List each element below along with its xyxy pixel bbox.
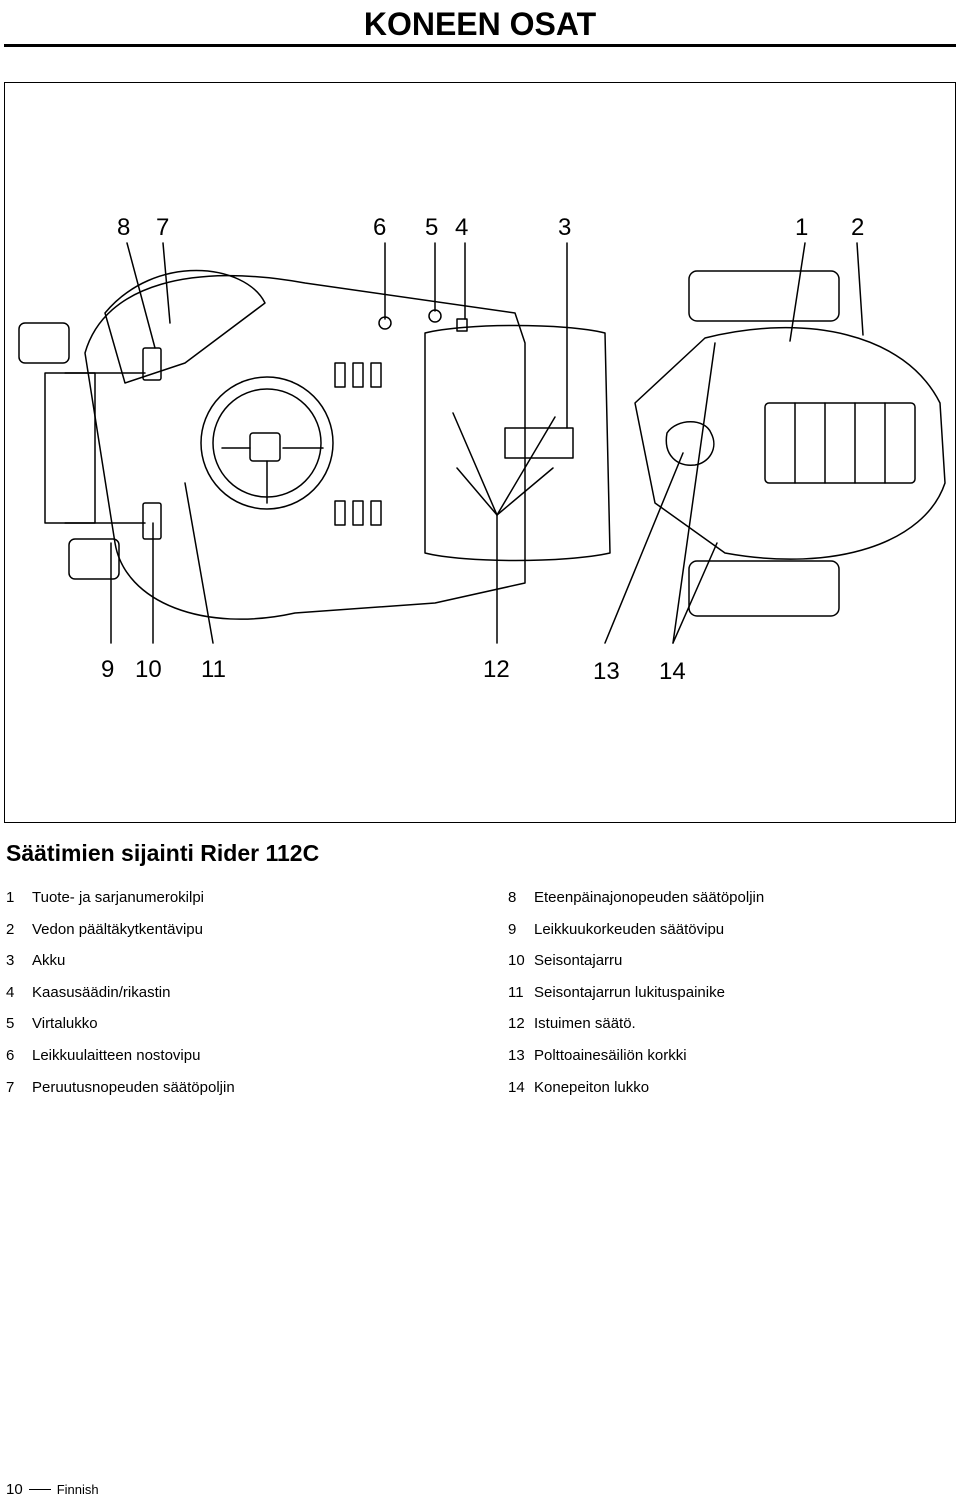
- legend-item: 5 Virtalukko: [6, 1008, 235, 1040]
- legend-item-number: 4: [6, 983, 15, 1001]
- legend-item-label: Vedon päältäkytkentävipu: [32, 920, 203, 938]
- steering-wheel: [200, 376, 334, 510]
- legend-item: 7 Peruutusnopeuden säätöpoljin: [6, 1072, 235, 1104]
- legend-item-number: 11: [508, 983, 524, 1001]
- legend-item: 8 Eteenpäinajonopeuden säätöpoljin: [508, 882, 764, 914]
- legend-item-number: 13: [508, 1046, 525, 1064]
- rear-wheel-left-top: [18, 322, 70, 364]
- legend-item-number: 5: [6, 1015, 15, 1033]
- rider-top-view-drawing: [18, 242, 946, 644]
- legend-item-label: Virtalukko: [32, 1015, 98, 1033]
- callout-3: 3: [558, 214, 572, 241]
- legend-item-label: Leikkuukorkeuden säätövipu: [534, 920, 725, 938]
- front-wheel-top: [688, 270, 840, 322]
- page-footer: 10 Finnish: [6, 1481, 99, 1498]
- footer-dash: [28, 1488, 51, 1491]
- legend-item-label: Akku: [32, 952, 66, 970]
- header-rule: [4, 44, 956, 47]
- footer-language: Finnish: [56, 1482, 99, 1497]
- hood: [634, 326, 946, 560]
- legend-item-label: Konepeiton lukko: [534, 1078, 650, 1096]
- legend-item-number: 7: [6, 1078, 15, 1096]
- section-title: Säätimien sijainti Rider 112C: [6, 840, 320, 866]
- front-wheel-bottom: [688, 560, 840, 617]
- legend-left-column: 1 Tuote- ja sarjanumerokilpi 2 Vedon päält…: [6, 882, 235, 1103]
- legend-item: 14 Konepeiton lukko: [508, 1072, 764, 1104]
- callout-1: 1: [795, 214, 809, 241]
- callout-2: 2: [851, 214, 865, 241]
- legend-right-column: 8 Eteenpäinajonopeuden säätöpoljin 9 Leikk…: [508, 882, 764, 1103]
- legend-item: 12 Istuimen säätö.: [508, 1008, 764, 1040]
- callout-13: 13: [593, 658, 620, 685]
- callout-14: 14: [659, 658, 686, 685]
- legend-item: 4 Kaasusäädin/rikastin: [6, 977, 235, 1009]
- legend-item-number: 10: [508, 952, 525, 970]
- legend-item-number: 8: [508, 889, 517, 906]
- legend-item: 3 Akku: [6, 945, 235, 977]
- legend-item: 1 Tuote- ja sarjanumerokilpi: [6, 882, 235, 914]
- page-number: 10: [6, 1481, 23, 1498]
- legend-item: 2 Vedon päältäkytkentävipu: [6, 914, 235, 946]
- seat: [424, 324, 611, 562]
- callout-12: 12: [483, 656, 510, 683]
- legend-item: 9 Leikkuukorkeuden säätövipu: [508, 914, 764, 946]
- legend-item-label: Seisontajarru: [534, 952, 623, 970]
- callout-6: 6: [373, 214, 387, 241]
- legend-item-label: Istuimen säätö.: [534, 1015, 636, 1033]
- legend-item-number: 1: [6, 889, 15, 906]
- legend-item-label: Eteenpäinajonopeuden säätöpoljin: [534, 889, 765, 906]
- legend-item-label: Polttoainesäiliön korkki: [534, 1046, 687, 1064]
- legend-item: 13 Polttoainesäiliön korkki: [508, 1040, 764, 1072]
- legend-item-number: 12: [508, 1015, 525, 1033]
- rider-diagram-figure: 8 7 6 5 4 3 1 2 9 10 11 12 13 14: [4, 82, 956, 823]
- callout-9: 9: [101, 656, 115, 683]
- legend-item-label: Peruutusnopeuden säätöpoljin: [32, 1078, 235, 1096]
- legend-item-number: 2: [6, 920, 15, 938]
- fuel-cap: [665, 421, 715, 466]
- legend-item-number: 9: [508, 920, 517, 938]
- callout-7: 7: [156, 214, 170, 241]
- legend-item-label: Kaasusäädin/rikastin: [32, 983, 171, 1001]
- legend-item-label: Seisontajarrun lukituspainike: [534, 983, 725, 1001]
- legend-item: 6 Leikkuulaitteen nostovipu: [6, 1040, 235, 1072]
- callout-5: 5: [425, 214, 439, 241]
- legend-item-label: Tuote- ja sarjanumerokilpi: [32, 889, 205, 906]
- body-outline: [84, 274, 526, 620]
- legend-item: 10 Seisontajarru: [508, 945, 764, 977]
- legend-item-number: 14: [508, 1078, 525, 1096]
- legend-item: 11 Seisontajarrun lukituspainike: [508, 977, 764, 1009]
- page-header-title: KONEEN OSAT: [363, 6, 597, 42]
- callout-4: 4: [455, 214, 469, 241]
- callout-8: 8: [117, 214, 131, 241]
- legend-item-number: 3: [6, 952, 15, 970]
- legend-item-number: 6: [6, 1046, 15, 1064]
- callout-11: 11: [201, 656, 226, 683]
- legend-item-label: Leikkuulaitteen nostovipu: [32, 1046, 201, 1064]
- callout-10: 10: [135, 656, 162, 683]
